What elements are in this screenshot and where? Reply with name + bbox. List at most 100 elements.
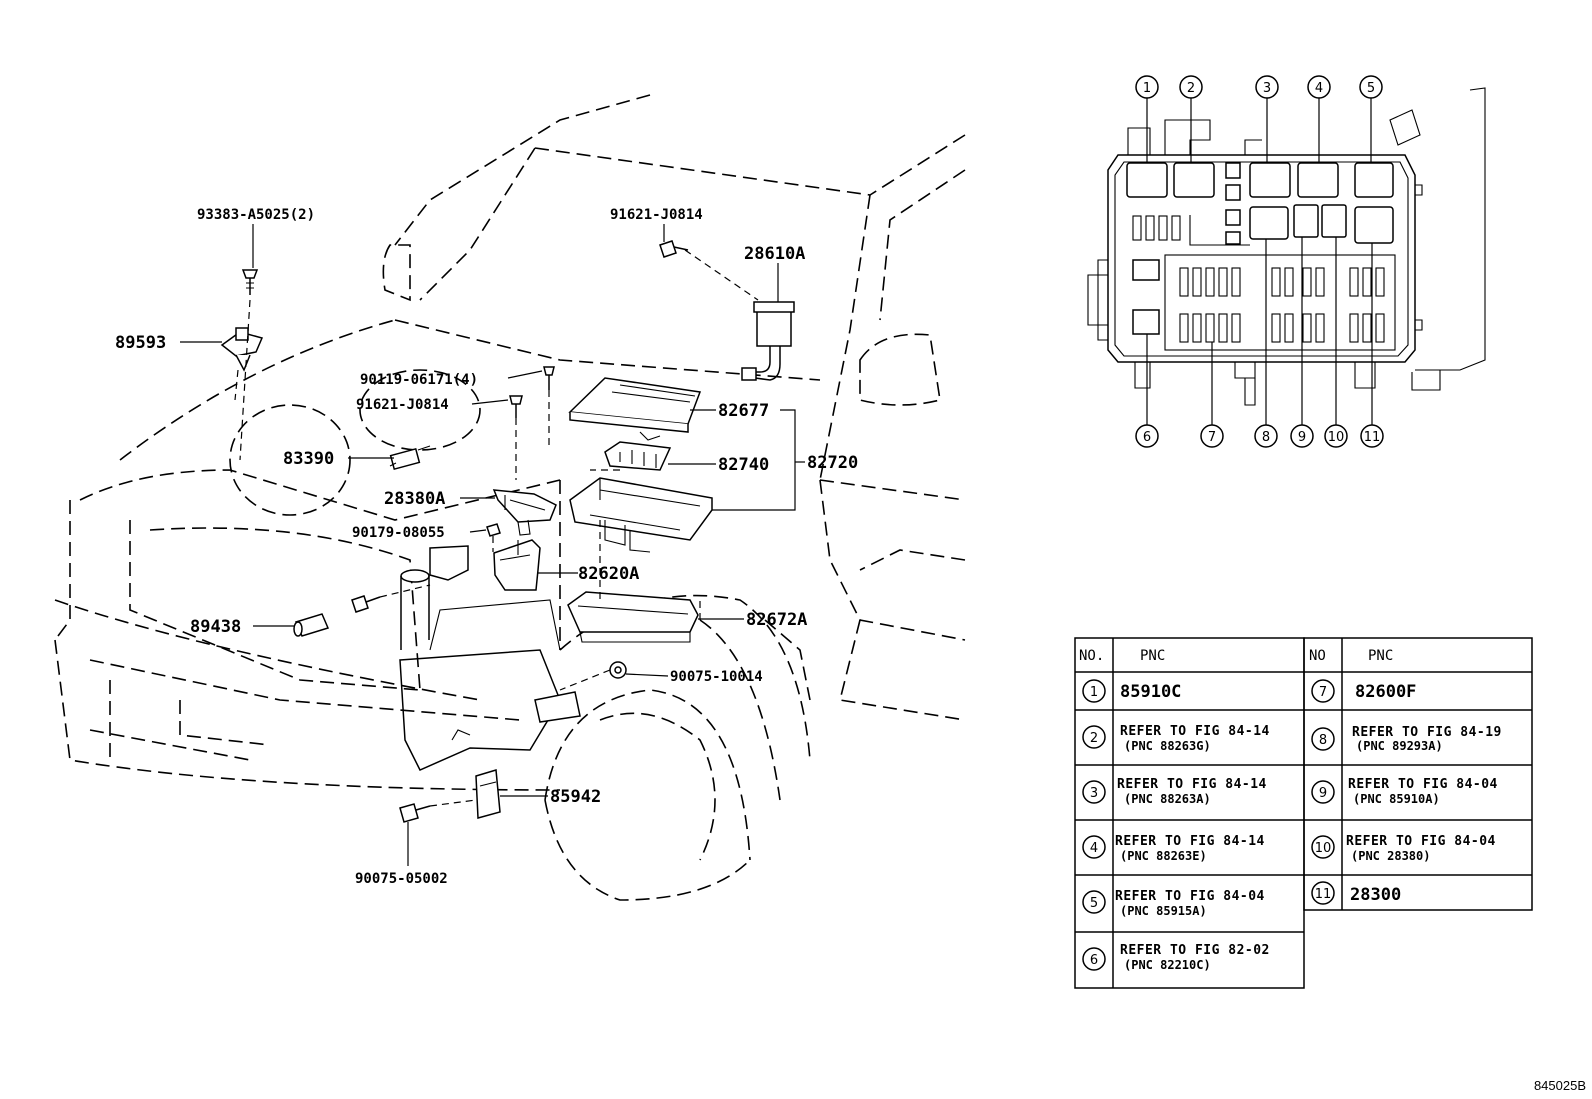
row-number: 4 — [1090, 841, 1098, 856]
table-row: 1 85910C — [1082, 679, 1181, 703]
callout-91621-j0814-top: 91621-J0814 — [610, 207, 703, 223]
relay-28610a — [741, 301, 795, 381]
relay-callouts-top: 1 2 3 4 5 — [1135, 75, 1383, 163]
leader-lines — [180, 224, 805, 866]
bolt-90075-05002 — [399, 803, 431, 823]
figure-code: 845025B — [1533, 1078, 1586, 1093]
table-row: 11 28300 — [1311, 881, 1401, 905]
pnc-table: NO. PNC NO PNC 1 85910C 2 REFER TO FIG 8… — [1074, 637, 1533, 989]
callout-83390: 83390 — [283, 449, 334, 469]
row-ref: REFER TO FIG 82-02 — [1120, 943, 1270, 958]
bolt-91621-top — [659, 240, 689, 258]
callout-82620a: 82620A — [578, 564, 639, 584]
bracket-82620a — [493, 539, 541, 591]
parts — [220, 240, 795, 823]
row-ref: REFER TO FIG 84-14 — [1120, 724, 1270, 739]
row-ref: REFER TO FIG 84-04 — [1348, 777, 1498, 792]
clip-part — [241, 269, 259, 295]
row-ref-pnc: (PNC 88263A) — [1124, 792, 1211, 806]
row-number: 8 — [1319, 733, 1327, 748]
row-number: 10 — [1315, 841, 1332, 856]
row-number: 11 — [1315, 887, 1332, 902]
row-ref: REFER TO FIG 84-04 — [1115, 889, 1265, 904]
callout-82677: 82677 — [718, 401, 769, 421]
table-row: 6 REFER TO FIG 82-02 (PNC 82210C) — [1082, 943, 1270, 972]
row-number: 1 — [1090, 685, 1098, 700]
junction-block-82720 — [569, 477, 713, 553]
callout-91621-j0814-mid: 91621-J0814 — [356, 397, 449, 413]
tray-82672a — [567, 591, 699, 643]
relay-28380a — [492, 489, 557, 536]
table-row: 7 82600F — [1311, 679, 1416, 703]
relay-box-detail: 1 2 3 4 5 6 7 8 9 — [1087, 75, 1486, 448]
callout-90179-08055: 90179-08055 — [352, 525, 445, 541]
table-header-pnc: PNC — [1140, 648, 1165, 664]
row-ref: REFER TO FIG 84-14 — [1115, 834, 1265, 849]
relay-number-5: 5 — [1367, 81, 1375, 96]
table-row: 3 REFER TO FIG 84-14 (PNC 88263A) — [1082, 777, 1266, 806]
callout-89593: 89593 — [115, 333, 166, 353]
table-header-no: NO. — [1079, 648, 1104, 664]
bolt-90119 — [543, 366, 555, 390]
callout-labels: 93383-A5025(2) 89593 91621-J0814 28610A … — [115, 207, 858, 887]
row-ref-pnc: (PNC 88263E) — [1120, 849, 1207, 863]
callout-28610a: 28610A — [744, 244, 805, 264]
sensor-89593 — [220, 327, 264, 372]
relay-number-4: 4 — [1315, 81, 1323, 96]
row-ref-pnc: (PNC 89293A) — [1356, 739, 1443, 753]
row-ref-pnc: (PNC 88263G) — [1124, 739, 1211, 753]
relay-number-10: 10 — [1328, 430, 1345, 445]
row-ref-pnc: (PNC 82210C) — [1124, 958, 1211, 972]
relay-number-7: 7 — [1208, 430, 1216, 445]
row-number: 3 — [1090, 786, 1098, 801]
row-ref-pnc: (PNC 28380) — [1351, 849, 1430, 863]
cover-82677 — [568, 377, 702, 441]
row-pnc: 85910C — [1120, 682, 1181, 702]
relay-number-11: 11 — [1364, 430, 1381, 445]
row-number: 5 — [1090, 896, 1098, 911]
callout-89438: 89438 — [190, 617, 241, 637]
callout-28380a: 28380A — [384, 489, 445, 509]
callout-82720: 82720 — [807, 453, 858, 473]
table-row: 4 REFER TO FIG 84-14 (PNC 88263E) — [1082, 834, 1265, 863]
row-ref: REFER TO FIG 84-19 — [1352, 725, 1502, 740]
bolt-91621-mid — [509, 395, 523, 418]
callout-82740: 82740 — [718, 455, 769, 475]
row-number: 2 — [1090, 731, 1098, 746]
callout-90119-06171: 90119-06171(4) — [360, 372, 478, 388]
table-header-pnc-right: PNC — [1368, 648, 1393, 664]
relay-number-3: 3 — [1263, 81, 1271, 96]
switch-83390 — [389, 445, 431, 471]
row-number: 6 — [1090, 953, 1098, 968]
table-row: 5 REFER TO FIG 84-04 (PNC 85915A) — [1082, 889, 1265, 918]
washer-tank — [399, 545, 561, 771]
row-ref-pnc: (PNC 85910A) — [1353, 792, 1440, 806]
table-row: 10 REFER TO FIG 84-04 (PNC 28380) — [1311, 834, 1496, 863]
locator-lines — [234, 249, 759, 807]
vehicle-outline — [54, 94, 966, 901]
row-number: 9 — [1319, 786, 1327, 801]
bolt-side — [351, 595, 381, 613]
relay-number-6: 6 — [1143, 430, 1151, 445]
nut-90179 — [486, 523, 501, 537]
fuses-82740 — [604, 441, 672, 471]
bracket-small — [534, 691, 581, 723]
relay-number-9: 9 — [1298, 430, 1306, 445]
row-ref: REFER TO FIG 84-04 — [1346, 834, 1496, 849]
callout-90075-05002: 90075-05002 — [355, 871, 448, 887]
callout-90075-10014: 90075-10014 — [670, 669, 763, 685]
table-row: 9 REFER TO FIG 84-04 (PNC 85910A) — [1311, 777, 1498, 806]
relay-number-1: 1 — [1143, 81, 1151, 96]
table-row: 8 REFER TO FIG 84-19 (PNC 89293A) — [1311, 725, 1502, 753]
row-pnc: 82600F — [1355, 682, 1416, 702]
callout-85942: 85942 — [550, 787, 601, 807]
sensor-89438 — [293, 613, 330, 637]
row-number: 7 — [1319, 685, 1327, 700]
callout-82672a: 82672A — [746, 610, 807, 630]
row-pnc: 28300 — [1350, 885, 1401, 905]
table-row: 2 REFER TO FIG 84-14 (PNC 88263G) — [1082, 724, 1270, 753]
grommet-90075 — [609, 661, 627, 679]
table-header-no-right: NO — [1309, 648, 1326, 664]
relay-number-8: 8 — [1262, 430, 1270, 445]
